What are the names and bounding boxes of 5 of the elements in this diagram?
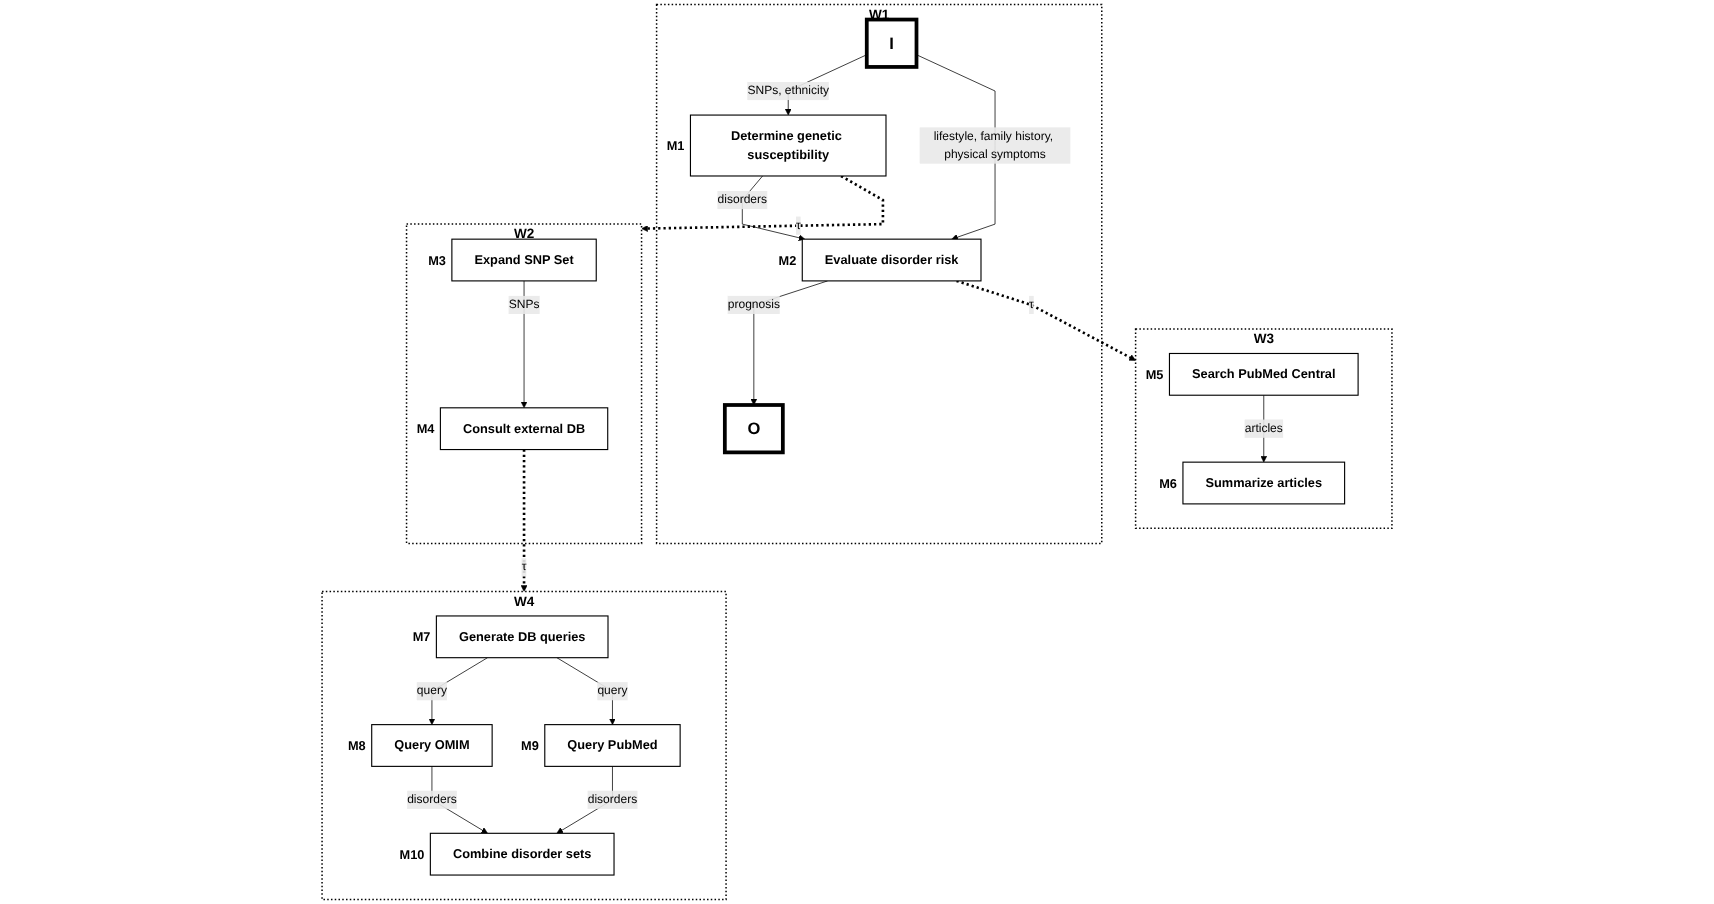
arrow bbox=[956, 279, 1136, 361]
terminal-box: I bbox=[864, 17, 919, 69]
terminal-box: O bbox=[722, 403, 785, 455]
arrow bbox=[641, 174, 885, 232]
arrow bbox=[520, 449, 528, 592]
